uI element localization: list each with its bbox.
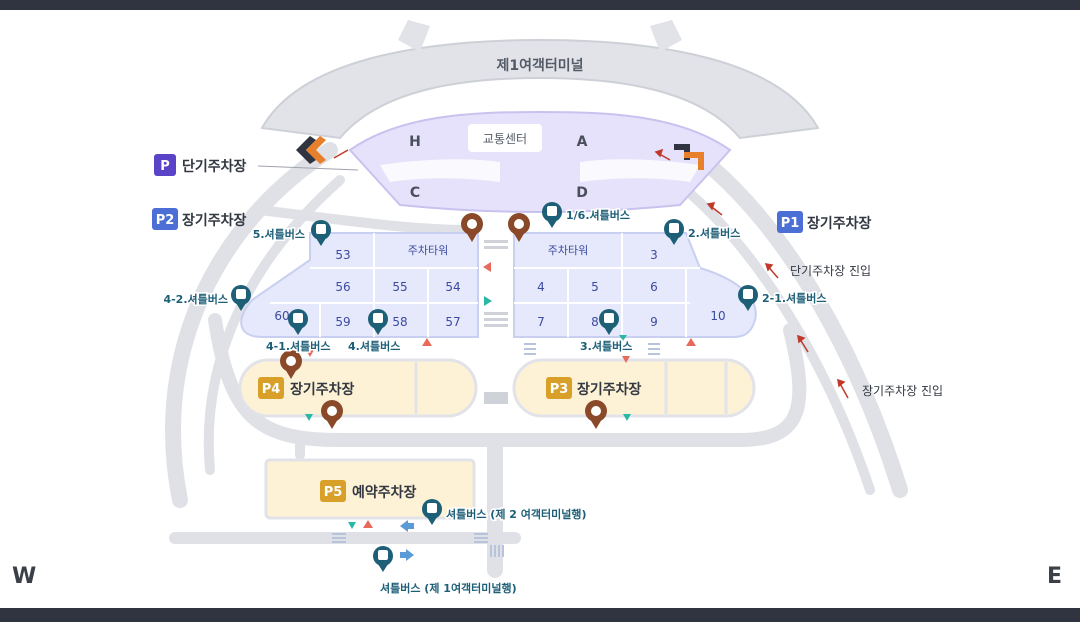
p4-lot[interactable] [238, 358, 478, 418]
transport-center-hub [468, 124, 542, 152]
shuttle-pin-icon [311, 220, 331, 246]
shuttle-pin-icon [231, 285, 251, 311]
shuttle-pin-icon [738, 285, 758, 311]
shuttle-label-1-6: 1/6.셔틀버스 [566, 208, 630, 222]
shuttle-pin-icon [373, 546, 393, 572]
zone-a-label: A [577, 134, 588, 150]
zone-d-label: D [576, 185, 588, 201]
shuttle-label-to-t2: 셔틀버스 (제 2 여객터미널행) [446, 507, 587, 521]
lot-number: 58 [392, 315, 407, 329]
parking-map: 제1여객터미널 교통센터 H A C D 주 [152, 20, 943, 597]
p1-badge[interactable]: P1 [777, 211, 803, 233]
shuttle-pin-icon [288, 309, 308, 335]
restroom-pin-icon [585, 400, 607, 429]
shuttle-pins [231, 202, 758, 572]
shuttle-label-4: 4.셔틀버스 [348, 339, 400, 353]
lot-number: 10 [710, 309, 725, 323]
shuttle-label-to-t1: 셔틀버스 (제 1여객터미널행) [380, 581, 517, 595]
svg-text:P4: P4 [262, 382, 281, 397]
terminal-label: 제1여객터미널 [496, 57, 583, 74]
p3-lot[interactable] [512, 358, 756, 418]
lot-number: 8 [591, 315, 599, 329]
lot-number: 59 [335, 315, 350, 329]
lot-number: 60 [274, 309, 289, 323]
shuttle-label-2-1: 2-1.셔틀버스 [762, 291, 827, 305]
lot-number: 54 [445, 280, 460, 294]
lot-number: 55 [392, 280, 407, 294]
shuttle-label-4-1: 4-1.셔틀버스 [266, 339, 331, 353]
p5-label: 예약주차장 [352, 484, 417, 501]
entrance-chevron-icon-right [674, 144, 704, 170]
svg-text:P1: P1 [781, 216, 800, 231]
restroom-pins [280, 213, 607, 429]
shuttle-pin-icon [422, 499, 442, 525]
svg-text:P5: P5 [324, 485, 343, 500]
shuttle-pin-icon [664, 219, 684, 245]
shuttle-label-4-2: 4-2.셔틀버스 [163, 292, 228, 306]
bottom-bar [0, 608, 1080, 622]
parking-tower-right-label: 주차타워 [548, 244, 588, 257]
p2-badge[interactable]: P2 [152, 208, 178, 230]
restroom-pin-icon [508, 213, 530, 242]
svg-text:P2: P2 [156, 213, 175, 228]
shuttle-label-2: 2.셔틀버스 [688, 226, 740, 240]
restroom-pin-icon [461, 213, 483, 242]
top-bar [0, 0, 1080, 10]
svg-text:P3: P3 [550, 382, 569, 397]
transport-center-divider-right [580, 159, 700, 182]
lot-number: 7 [537, 315, 545, 329]
zone-h-label: H [409, 134, 421, 150]
traffic-arrows [333, 148, 849, 399]
transport-center-label: 교통센터 [483, 132, 527, 146]
short-term-parking-label: 단기주차장 [182, 158, 247, 175]
short-term-entrance-label: 단기주차장 진입 [790, 264, 871, 278]
transport-center-divider-left [380, 159, 500, 182]
restroom-pin-icon [321, 400, 343, 429]
short-term-parking-badge[interactable]: P [154, 154, 176, 176]
shuttle-direction-arrows [400, 520, 414, 561]
terminal-right-pier [650, 20, 682, 52]
terminal-left-pier [398, 20, 430, 52]
shuttle-label-3: 3.셔틀버스 [580, 339, 632, 353]
lot-number: 6 [650, 280, 658, 294]
parking-tower-left-label: 주차타워 [408, 244, 448, 257]
lot-number: 53 [335, 248, 350, 262]
p4-label: 장기주차장 [290, 381, 355, 398]
crosswalk-marks [332, 343, 660, 557]
zone-c-label: C [410, 185, 420, 201]
shuttle-pin-icon [368, 309, 388, 335]
restroom-pin-icon [280, 350, 302, 379]
road-network [165, 122, 908, 578]
lot-number: 5 [591, 280, 599, 294]
p4-badge[interactable]: P4 [258, 377, 284, 399]
lot-number: 56 [335, 280, 350, 294]
transport-center [348, 110, 732, 214]
lot-number: 57 [445, 315, 460, 329]
central-crosswalk [484, 240, 508, 404]
entrance-chevron-icon-left [296, 136, 326, 164]
lot-number: 3 [650, 248, 658, 262]
p1-label: 장기주차장 [807, 215, 872, 232]
lot-number: 9 [650, 315, 658, 329]
shuttle-pin-icon [542, 202, 562, 228]
lot-number: 4 [537, 280, 545, 294]
long-term-entrance-label: 장기주차장 진입 [862, 384, 943, 398]
shuttle-pin-icon [599, 309, 619, 335]
p5-badge[interactable]: P5 [320, 480, 346, 502]
compass-west: W [12, 564, 37, 589]
shuttle-label-5: 5.셔틀버스 [253, 227, 305, 241]
p5-lot[interactable] [264, 458, 476, 520]
direction-markers [305, 262, 696, 529]
compass-east: E [1047, 564, 1063, 589]
p3-label: 장기주차장 [577, 381, 642, 398]
p3-badge[interactable]: P3 [546, 377, 572, 399]
short-term-leader-line [257, 165, 359, 171]
right-parking-grid [513, 232, 757, 338]
p2-label: 장기주차장 [182, 212, 247, 229]
svg-text:P: P [160, 159, 170, 174]
